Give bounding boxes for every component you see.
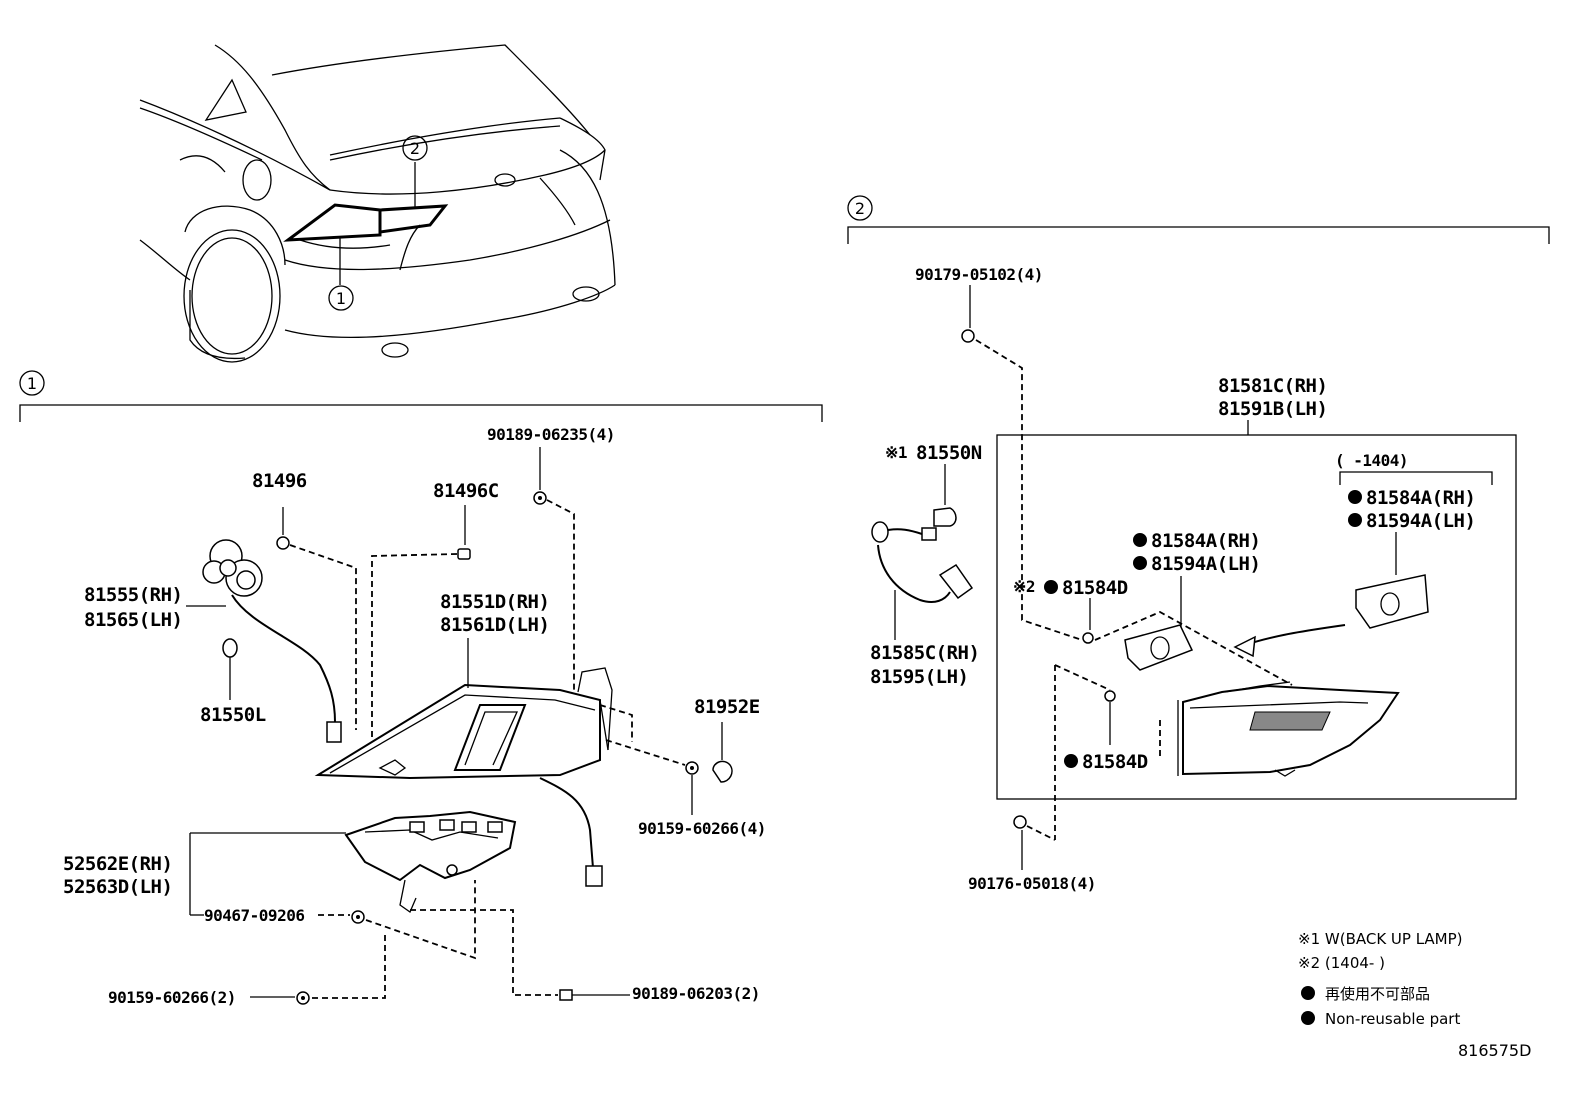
legend-japanese: 再使用不可部品 [1325, 985, 1430, 1003]
note-date-range: ※2 (1404- ) [1298, 954, 1385, 972]
gasket-81584a-old [1355, 574, 1429, 629]
gasket-81584d-bottom [1104, 690, 1116, 702]
clip-90189-06203 [559, 989, 573, 1001]
cushion-81952e [712, 760, 733, 783]
label-90467-09206: 90467-09206 [204, 906, 304, 925]
label-90189-06203: 90189-06203(2) [632, 984, 760, 1003]
lamp-assembly-box [996, 434, 1517, 800]
label-81952e: 81952E [694, 696, 760, 718]
label-81584a-rh-top: 81584A(RH) [1366, 487, 1475, 509]
label-81496: 81496 [252, 470, 307, 492]
label-90159-60266-2: 90159-60266(2) [108, 988, 236, 1007]
label-52563d: 52563D(LH) [63, 876, 172, 898]
label-81584d-mark: ※2 [1013, 577, 1035, 596]
label-90159-60266-4: 90159-60266(4) [638, 819, 766, 838]
section-2: 2 90179-05102(4) 81581C(RH) 81591B(LH) ※… [847, 195, 1550, 893]
label-81594a-lh-mid: 81594A(LH) [1151, 553, 1260, 575]
label-1404-range: ( -1404) [1335, 451, 1408, 470]
label-81594a-lh-top: 81594A(LH) [1366, 510, 1475, 532]
bulb-81550l [222, 638, 238, 658]
socket-wire-81585c [871, 521, 974, 603]
label-81561d: 81561D(LH) [440, 614, 549, 636]
section-2-marker-number: 2 [855, 199, 865, 218]
notes-legend: ※1 W(BACK UP LAMP) ※2 (1404- ) 再使用不可部品 N… [1298, 930, 1531, 1060]
label-81584d-top: 81584D [1062, 577, 1128, 599]
label-81550n-mark: ※1 [885, 443, 907, 462]
section-1-marker-number: 1 [27, 374, 37, 393]
label-90176-05018: 90176-05018(4) [968, 874, 1096, 893]
label-81585c: 81585C(RH) [870, 642, 979, 664]
note-backup-lamp: ※1 W(BACK UP LAMP) [1298, 930, 1463, 948]
screw-90176-05018 [1013, 815, 1027, 829]
label-81555: 81555(RH) [84, 584, 182, 606]
label-52562e: 52562E(RH) [63, 853, 172, 875]
label-81584a-rh-mid: 81584A(RH) [1151, 530, 1260, 552]
clip-81496c [457, 548, 471, 560]
car-rear-overview: 1 2 [139, 44, 616, 363]
section-1-marker [19, 370, 45, 396]
back-up-lamp-81581c [1054, 610, 1400, 840]
label-90189-06235: 90189-06235(4) [487, 425, 615, 444]
bulb-81550n [933, 507, 957, 527]
legend-english: Non-reusable part [1325, 1010, 1460, 1028]
label-81591b: 81591B(LH) [1218, 398, 1327, 420]
label-90179-05102: 90179-05102(4) [915, 265, 1043, 284]
rear-combination-lamp-81551d [314, 667, 613, 887]
bracket-52562e [344, 810, 517, 913]
label-81595: 81595(LH) [870, 666, 968, 688]
socket-wire-81555 [186, 539, 342, 743]
gasket-81584d-top [1082, 632, 1094, 644]
callout-2-car-number: 2 [410, 139, 420, 158]
label-81550n: 81550N [916, 442, 982, 464]
clip-81496 [276, 536, 290, 550]
label-81581c: 81581C(RH) [1218, 375, 1327, 397]
label-81496c: 81496C [433, 480, 499, 502]
section-1: 1 81496 81496C 90189-06235(4) 81555(RH) … [19, 370, 823, 1007]
label-81551d: 81551D(RH) [440, 591, 549, 613]
callout-2-car [402, 135, 428, 161]
label-81565: 81565(LH) [84, 609, 182, 631]
label-81584d-bottom: 81584D [1082, 751, 1148, 773]
label-81550l: 81550L [200, 704, 266, 726]
gasket-81584a [1124, 624, 1194, 671]
screw-90179-05102 [961, 329, 975, 343]
callout-1-car-number: 1 [336, 289, 346, 308]
section-2-marker [847, 195, 873, 221]
callout-1-car [328, 285, 354, 311]
diagram-code: 816575D [1458, 1041, 1531, 1060]
